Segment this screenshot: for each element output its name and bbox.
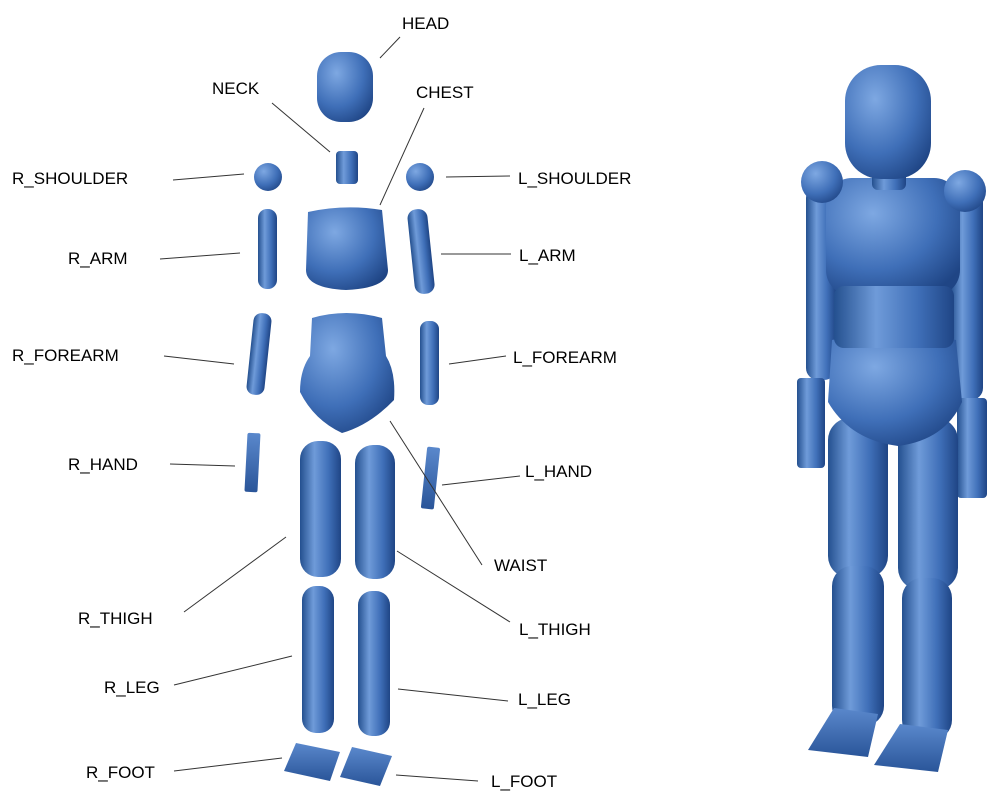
figure-abdomen <box>834 286 954 348</box>
part-r-shoulder <box>254 163 282 191</box>
leader-r-leg <box>174 656 292 685</box>
figure-l-leg <box>902 578 952 740</box>
label-l-hand: L_HAND <box>525 462 592 481</box>
part-l-hand <box>421 447 440 510</box>
label-l-foot: L_FOOT <box>491 772 557 791</box>
figure-l-shoulder <box>944 170 986 212</box>
leader-r-arm <box>160 253 240 259</box>
leader-r-foot <box>174 758 282 771</box>
label-r-foot: R_FOOT <box>86 763 155 782</box>
part-r-hand <box>244 433 260 493</box>
leader-l-hand <box>442 476 520 485</box>
part-l-shoulder <box>406 163 434 191</box>
leader-r-forearm <box>164 356 234 364</box>
label-head: HEAD <box>402 14 449 33</box>
figure-r-forearm <box>797 378 825 468</box>
label-r-hand: R_HAND <box>68 455 138 474</box>
figure-r-shoulder <box>801 161 843 203</box>
part-l-arm <box>407 208 436 295</box>
leader-l-foot <box>396 775 478 781</box>
part-l-foot <box>340 747 392 786</box>
label-waist: WAIST <box>494 556 547 575</box>
part-l-thigh <box>355 445 395 579</box>
label-r-arm: R_ARM <box>68 249 128 268</box>
leader-l-forearm <box>449 356 506 364</box>
figure-r-foot <box>808 708 878 757</box>
figure-chest <box>826 178 960 296</box>
part-r-leg <box>302 586 334 733</box>
leader-waist <box>390 421 482 565</box>
part-chest <box>306 207 388 290</box>
label-r-shoulder: R_SHOULDER <box>12 169 128 188</box>
figure-l-foot <box>874 724 948 772</box>
leader-r-thigh <box>184 537 286 612</box>
part-r-arm <box>258 209 277 289</box>
part-r-forearm <box>246 312 272 395</box>
part-l-leg <box>358 591 390 736</box>
exploded-parts <box>244 52 440 786</box>
label-l-shoulder: L_SHOULDER <box>518 169 631 188</box>
figure-l-forearm <box>957 398 987 498</box>
figure-head <box>845 65 931 179</box>
label-l-thigh: L_THIGH <box>519 620 591 639</box>
part-r-thigh <box>300 441 341 577</box>
part-l-forearm <box>420 321 439 405</box>
figure-r-leg <box>832 566 884 726</box>
part-neck <box>336 151 358 184</box>
label-r-leg: R_LEG <box>104 678 160 697</box>
label-l-arm: L_ARM <box>519 246 576 265</box>
part-head <box>317 52 373 122</box>
label-chest: CHEST <box>416 83 474 102</box>
leader-r-shoulder <box>173 174 244 180</box>
leader-l-shoulder <box>446 176 510 177</box>
label-l-forearm: L_FOREARM <box>513 348 617 367</box>
leader-l-leg <box>398 689 508 701</box>
leader-head <box>380 37 400 58</box>
leader-r-hand <box>170 464 235 466</box>
part-r-foot <box>284 743 340 781</box>
label-r-thigh: R_THIGH <box>78 609 153 628</box>
label-l-leg: L_LEG <box>518 690 571 709</box>
label-r-forearm: R_FOREARM <box>12 346 119 365</box>
label-neck: NECK <box>212 79 260 98</box>
part-waist <box>300 313 394 433</box>
assembled-figure <box>797 65 987 772</box>
